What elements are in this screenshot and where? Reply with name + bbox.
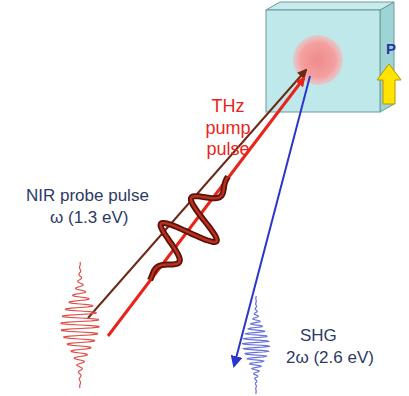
shg-label: SHG xyxy=(300,326,337,346)
thz-pulse-outline xyxy=(150,177,228,281)
pump-beam xyxy=(108,78,304,336)
thz-pulse xyxy=(150,177,228,281)
shg-pulse xyxy=(242,296,269,394)
polarization-label: P xyxy=(386,40,396,58)
probe-label: NIR probe pulse xyxy=(26,186,149,206)
sample-top xyxy=(266,2,394,10)
polarization-arrow xyxy=(377,64,401,104)
shg-energy-label: 2ω (2.6 eV) xyxy=(286,348,374,368)
pump-label: THz pump pulse xyxy=(190,96,266,161)
probe-energy-label: ω (1.3 eV) xyxy=(50,208,128,228)
probe-pulse xyxy=(61,262,99,388)
